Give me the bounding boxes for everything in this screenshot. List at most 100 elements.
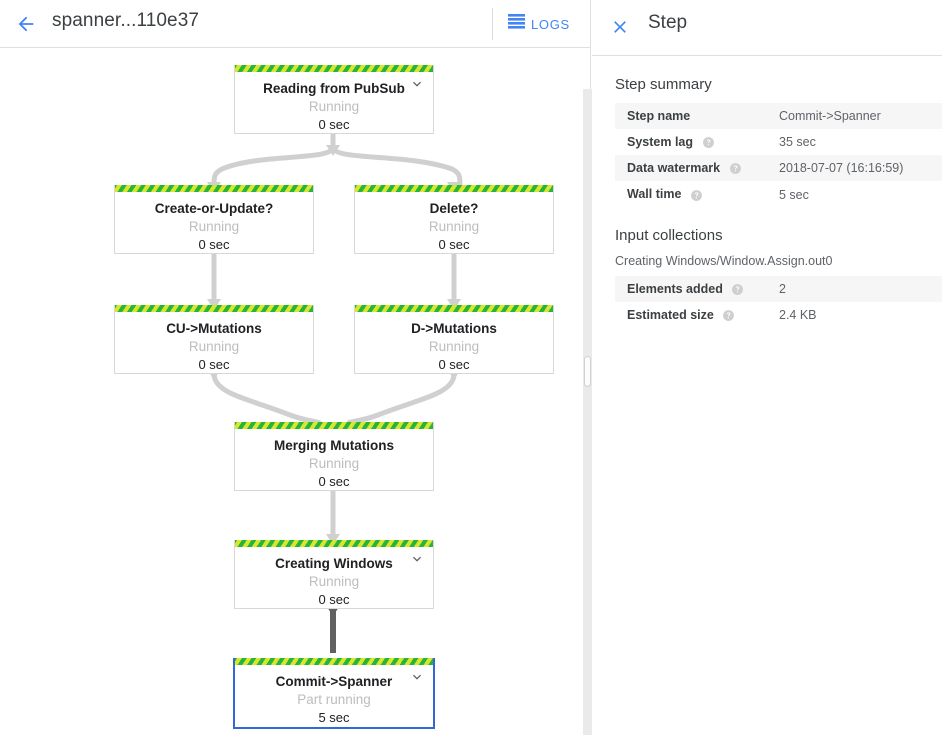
graph-scrollbar-track[interactable]	[583, 89, 592, 735]
step-summary-table: Step name Commit->Spanner System lag 35 …	[615, 103, 942, 208]
logs-list-icon	[508, 14, 525, 34]
node-status: Running	[308, 574, 360, 589]
table-row: Estimated size 2.4 KB	[615, 302, 942, 328]
pipeline-graph-canvas[interactable]: Reading from PubSub Running 0 sec Create…	[0, 49, 590, 735]
input-collections-heading: Input collections	[615, 226, 723, 244]
row-key: Step name	[615, 103, 779, 129]
step-details-pane: Step Step summary Step name Commit->Span…	[592, 0, 942, 735]
graph-node-merging-mutations[interactable]: Merging Mutations Running 0 sec	[234, 422, 434, 491]
node-status-stripe	[115, 305, 313, 312]
node-body: Merging Mutations Running 0 sec	[235, 429, 433, 490]
row-key-label: Step name	[627, 109, 691, 123]
row-value: 2.4 KB	[779, 307, 817, 322]
graph-node-cu-mutations[interactable]: CU->Mutations Running 0 sec	[114, 305, 314, 374]
node-time: 0 sec	[318, 117, 350, 132]
table-row: Step name Commit->Spanner	[615, 103, 942, 129]
top-app-bar: spanner...110e37 LOGS	[0, 0, 590, 48]
table-row: Data watermark 2018-07-07 (16:16:59)	[615, 155, 942, 182]
row-key-label: Wall time	[627, 187, 682, 202]
node-time: 5 sec	[318, 710, 350, 725]
graph-node-d-mutations[interactable]: D->Mutations Running 0 sec	[354, 305, 554, 374]
row-key: Data watermark	[615, 155, 779, 181]
row-key: Elements added	[615, 276, 779, 302]
node-time: 0 sec	[198, 237, 230, 252]
node-time: 0 sec	[318, 474, 350, 489]
node-status-stripe	[115, 185, 313, 192]
logs-button-label: LOGS	[531, 16, 570, 32]
close-x-icon[interactable]	[606, 13, 634, 41]
row-value: 35 sec	[779, 135, 816, 150]
node-body: Delete? Running 0 sec	[355, 192, 553, 253]
row-key-label: Data watermark	[627, 161, 721, 176]
row-key-label: Elements added	[627, 281, 723, 296]
node-title: Merging Mutations	[274, 438, 394, 453]
graph-pane: spanner...110e37 LOGS	[0, 0, 592, 735]
node-time: 0 sec	[318, 592, 350, 607]
table-row: Wall time 5 sec	[615, 181, 942, 207]
chevron-down-icon[interactable]	[409, 76, 425, 92]
node-title: Create-or-Update?	[154, 201, 274, 216]
node-status-stripe	[355, 305, 553, 312]
row-key: Estimated size	[615, 302, 779, 328]
node-time: 0 sec	[198, 357, 230, 372]
node-time: 0 sec	[438, 237, 470, 252]
chevron-down-icon[interactable]	[409, 551, 425, 567]
node-status: Running	[308, 456, 360, 471]
table-row: Elements added 2	[615, 275, 942, 302]
graph-node-commit-spanner[interactable]: Commit->Spanner Part running 5 sec	[233, 658, 435, 729]
step-panel-header: Step	[592, 0, 942, 56]
help-circle-icon[interactable]	[729, 162, 742, 175]
row-value: 5 sec	[779, 187, 809, 202]
help-circle-icon[interactable]	[722, 309, 735, 322]
graph-node-create-or-update[interactable]: Create-or-Update? Running 0 sec	[114, 185, 314, 254]
node-status-stripe	[235, 65, 433, 72]
node-status: Running	[428, 219, 480, 234]
help-circle-icon[interactable]	[702, 136, 715, 149]
node-title: Commit->Spanner	[275, 674, 393, 689]
row-value: 2018-07-07 (16:16:59)	[779, 161, 904, 176]
node-body: Create-or-Update? Running 0 sec	[115, 192, 313, 253]
input-collection-name: Creating Windows/Window.Assign.out0	[615, 253, 833, 268]
arrow-left-icon[interactable]	[10, 8, 42, 40]
node-body: Reading from PubSub Running 0 sec	[235, 72, 433, 133]
node-title: D->Mutations	[411, 321, 497, 336]
graph-edges	[207, 134, 463, 653]
node-status: Running	[188, 339, 240, 354]
node-title: CU->Mutations	[166, 321, 262, 336]
node-body: Commit->Spanner Part running 5 sec	[235, 665, 433, 726]
node-title: Creating Windows	[275, 556, 393, 571]
node-body: Creating Windows Running 0 sec	[235, 547, 433, 608]
node-status-stripe	[235, 540, 433, 547]
node-title: Delete?	[429, 201, 479, 216]
row-key-label: System lag	[627, 135, 694, 149]
row-key-label: Estimated size	[627, 307, 714, 322]
node-status-stripe	[235, 658, 433, 665]
row-value: 2	[779, 281, 786, 296]
row-key: System lag	[615, 129, 779, 155]
node-body: CU->Mutations Running 0 sec	[115, 312, 313, 373]
help-circle-icon[interactable]	[731, 283, 744, 296]
node-title: Reading from PubSub	[263, 81, 405, 96]
help-circle-icon[interactable]	[690, 189, 703, 202]
graph-node-creating-windows[interactable]: Creating Windows Running 0 sec	[234, 540, 434, 609]
step-panel-body: Step summary Step name Commit->Spanner S…	[592, 57, 942, 735]
page-title: spanner...110e37	[52, 10, 200, 31]
node-status-stripe	[235, 422, 433, 429]
toolbar-divider	[492, 8, 493, 40]
node-body: D->Mutations Running 0 sec	[355, 312, 553, 373]
table-row: System lag 35 sec	[615, 129, 942, 155]
node-status: Running	[308, 99, 360, 114]
graph-node-reading-from-pubsub[interactable]: Reading from PubSub Running 0 sec	[234, 65, 434, 134]
node-status: Part running	[297, 692, 371, 707]
node-time: 0 sec	[438, 357, 470, 372]
graph-node-delete[interactable]: Delete? Running 0 sec	[354, 185, 554, 254]
graph-scrollbar-thumb[interactable]	[584, 356, 591, 387]
step-summary-heading: Step summary	[615, 76, 712, 93]
step-panel-title: Step	[648, 12, 688, 33]
row-value: Commit->Spanner	[779, 109, 881, 123]
logs-button[interactable]: LOGS	[508, 12, 570, 36]
row-key: Wall time	[615, 181, 779, 207]
chevron-down-icon[interactable]	[409, 669, 425, 685]
node-status: Running	[428, 339, 480, 354]
